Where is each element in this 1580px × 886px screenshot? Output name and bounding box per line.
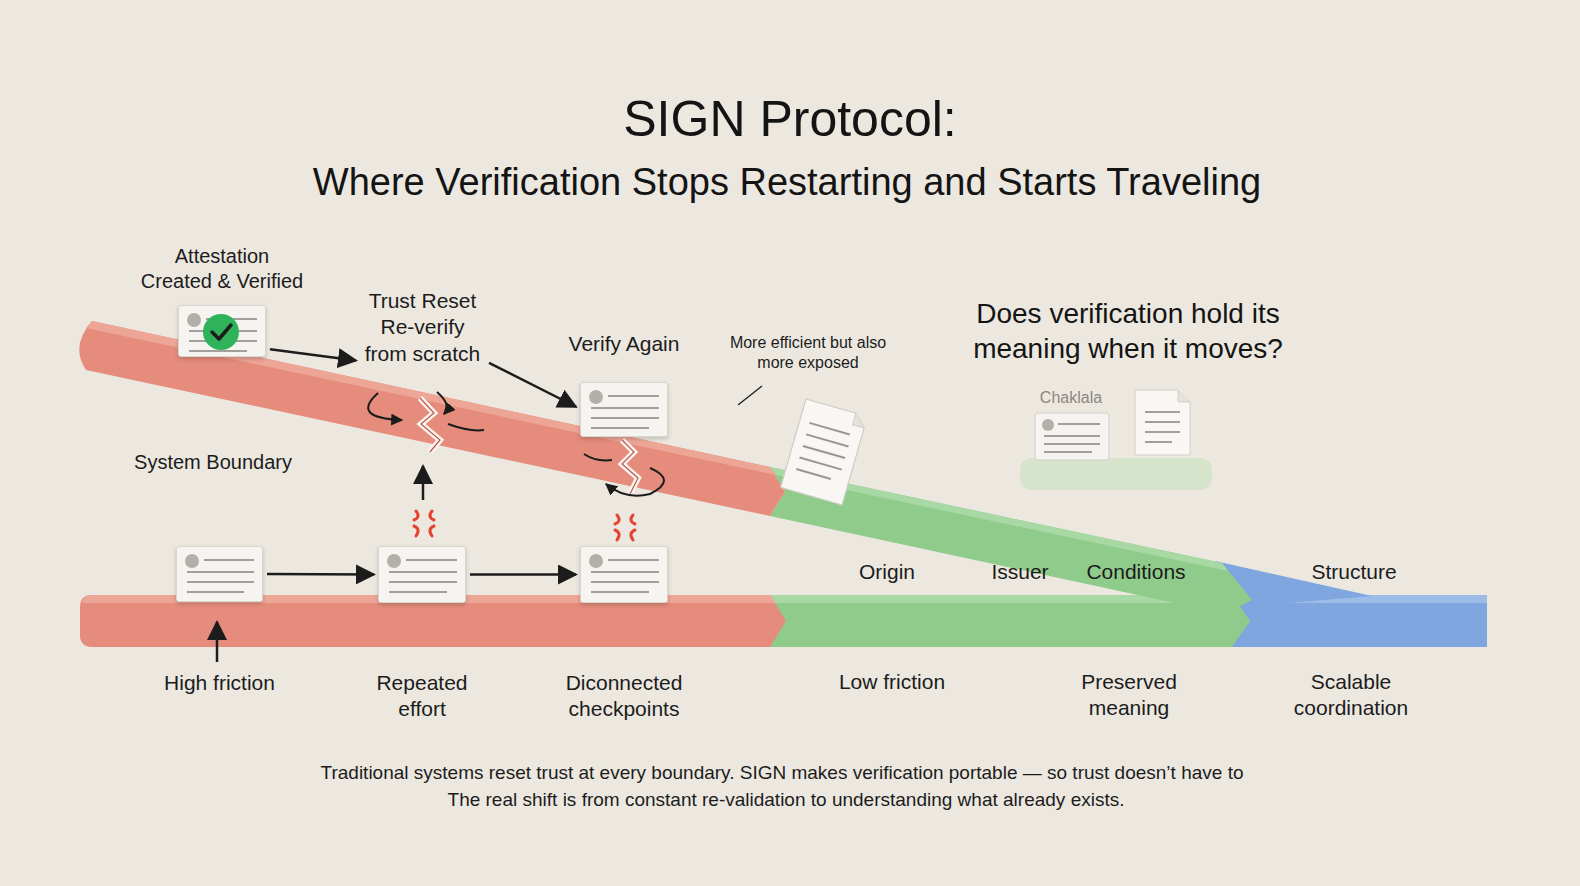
subtitle: Where Verification Stops Restarting and … (313, 159, 1261, 207)
card-dot (589, 390, 603, 404)
node-text: Trust Reset Re-verify from scratch (360, 288, 485, 367)
card-line (591, 417, 659, 419)
card-line (389, 591, 447, 593)
title: SIGN Protocol: (623, 88, 956, 151)
crack-symbol (368, 392, 484, 452)
question: Does verification hold its meaning when … (956, 296, 1301, 366)
top-band (79, 321, 1372, 614)
cycle-arrow (606, 468, 664, 496)
stage-label: Scalable coordination (1276, 669, 1426, 722)
attestation-card: Verify Again (580, 382, 668, 437)
alarm-mark (414, 511, 434, 536)
flow-arrow (489, 363, 576, 407)
band-label: Conditions (1086, 559, 1185, 585)
node-text: Diconnected checkpoints (549, 670, 699, 723)
crack (420, 398, 440, 452)
card-lines (1044, 424, 1100, 452)
band-label: Origin (859, 559, 915, 585)
card-face (179, 306, 265, 356)
node-text: Attestation Created & Verified (138, 244, 306, 294)
document-icon (1135, 390, 1190, 455)
check-badge (203, 314, 239, 350)
pointer-arrow (216, 622, 219, 662)
crack (622, 440, 638, 494)
card-line (389, 581, 457, 583)
platform (1020, 458, 1212, 490)
leader-line (738, 386, 762, 405)
flow-arrow (470, 573, 576, 576)
caption-line: The real shift is from constant re-valid… (448, 788, 1125, 812)
node-text: Repeated effort (360, 670, 485, 723)
alarm-stroke (430, 526, 434, 536)
card-face (581, 383, 667, 436)
card-line (608, 559, 659, 561)
place-label: Chaklala (1040, 388, 1102, 408)
boundary-label: System Boundary (134, 450, 292, 475)
band-label: Issuer (991, 559, 1048, 585)
alarm-stroke (414, 526, 418, 536)
card-line (187, 591, 244, 593)
card-line (187, 581, 254, 583)
step-note: Trust Reset Re-verify from scratch (360, 288, 485, 367)
note: More efficient but also more exposed (721, 333, 896, 373)
card-face (581, 547, 667, 602)
alarm-stroke (414, 511, 418, 520)
node-text: Verify Again (524, 331, 724, 357)
attestation-card: Diconnected checkpoints (580, 546, 668, 603)
flow-arrow (267, 573, 374, 576)
card-dot (387, 554, 401, 568)
card-line (406, 559, 457, 561)
card-line (591, 407, 659, 409)
card-line (591, 571, 659, 573)
stage-label: Preserved meaning (1059, 669, 1199, 722)
card-icon (1035, 413, 1109, 460)
document-fold (853, 413, 868, 428)
caption: Traditional systems reset trust at every… (321, 761, 1244, 785)
document-icon (781, 399, 868, 505)
document-lines (796, 423, 852, 481)
alarm-stroke (615, 530, 619, 540)
alarm-stroke (631, 515, 635, 524)
card-dot (187, 313, 201, 327)
document-fold (1178, 390, 1190, 402)
node-text: High friction (135, 670, 305, 696)
card-face (177, 547, 262, 601)
crack-symbol (584, 440, 664, 496)
crack (622, 440, 638, 494)
cycle-arrow (584, 454, 612, 460)
attestation-card: Attestation Created & Verified (178, 305, 266, 357)
cycle-arrow (448, 424, 484, 430)
card-line (608, 395, 659, 397)
card-dot (589, 554, 603, 568)
flow-arrow (270, 349, 356, 360)
card-face (379, 547, 465, 602)
alarm-stroke (631, 530, 635, 540)
alarm-stroke (430, 511, 434, 520)
check-mark (212, 325, 231, 339)
alarm-stroke (615, 515, 619, 524)
pointer-arrow (422, 466, 425, 500)
cycle-arrow (437, 392, 447, 414)
card-line (389, 571, 457, 573)
alarm-mark (615, 515, 635, 540)
band-label: Structure (1311, 559, 1396, 585)
document-lines (1145, 412, 1180, 442)
card-line (187, 571, 254, 573)
card-line (204, 559, 254, 561)
card-dot (185, 554, 199, 568)
stage-label: Low friction (839, 669, 945, 695)
crack (420, 398, 440, 452)
card-line (591, 591, 649, 593)
card-line (591, 581, 659, 583)
card-dot (1042, 419, 1054, 431)
document-sheet (781, 399, 868, 505)
cycle-arrow (368, 393, 402, 420)
card-line (189, 350, 247, 352)
card-line (591, 427, 649, 429)
attestation-card: Repeated effort (378, 546, 466, 603)
attestation-card: High friction (176, 546, 263, 602)
